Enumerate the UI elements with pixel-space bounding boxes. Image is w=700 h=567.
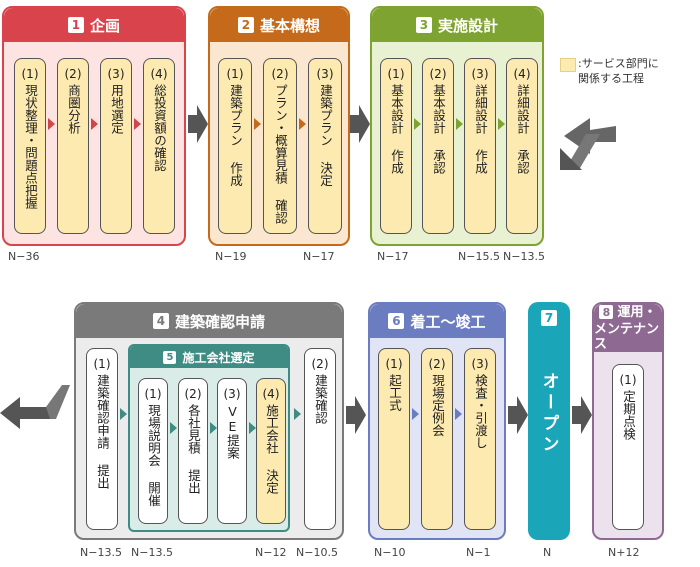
phase-3-detailed-design: 3 実施設計 (1)基本設計 作成 (2)基本設計 承認 (3)詳細設計 作成 … — [370, 6, 544, 246]
timeline-label: N+12 — [608, 546, 640, 559]
phase-title: 着工～竣工 — [410, 312, 486, 331]
arrow-icon — [498, 118, 505, 130]
step-1-1: (1)現状整理・問題点把握 — [14, 58, 46, 234]
phase-6-header: 6 着工～竣工 — [370, 304, 504, 338]
step-1-3: (3)用地選定 — [100, 58, 132, 234]
phase-title: 実施設計 — [437, 16, 498, 35]
flow-arrow-icon — [188, 105, 208, 143]
phase-7-opening: 7 オープン — [528, 302, 570, 540]
step-2-2: (2)プラン・概算見積 確認 — [263, 58, 297, 234]
flow-arrow-icon — [350, 105, 370, 143]
step-3-2: (2)基本設計 承認 — [422, 58, 454, 234]
step-5-3: (3)VE提案 — [217, 378, 247, 524]
step-3-4: (4)詳細設計 承認 — [506, 58, 538, 234]
phase-title: 建築確認申請 — [174, 312, 265, 331]
step-3-1: (1)基本設計 作成 — [380, 58, 412, 234]
step-1-2: (2)商圏分析 — [57, 58, 89, 234]
timeline-label: N−13.5 — [503, 250, 545, 263]
phase-number: 5 — [163, 350, 177, 364]
step-6-2: (2)現場定例会 — [421, 348, 453, 530]
timeline-label: N−17 — [377, 250, 409, 263]
phase-3-header: 3 実施設計 — [372, 8, 542, 42]
timeline-label: N−10 — [374, 546, 406, 559]
phase-6-construction: 6 着工～竣工 (1)起工式 (2)現場定例会 (3)検査・引渡し — [368, 302, 506, 540]
timeline-label: N−36 — [8, 250, 40, 263]
phase-8-header: 8 運用・ メンテナンス — [594, 304, 662, 352]
arrow-icon — [91, 118, 98, 130]
arrow-icon — [294, 408, 301, 420]
timeline-label: N−19 — [215, 250, 247, 263]
step-3-3: (3)詳細設計 作成 — [464, 58, 496, 234]
phase-5-contractor-selection: 5 施工会社選定 (1)現場説明会 開催 (2)各社見積 提出 (3)VE提案 … — [128, 344, 290, 532]
phase-number: 7 — [541, 310, 557, 326]
arrow-icon — [120, 408, 127, 420]
timeline-label: N−15.5 — [458, 250, 500, 263]
timeline-label: N−13.5 — [131, 546, 173, 559]
timeline-label: N — [543, 546, 552, 559]
phase-title: オープン — [538, 372, 559, 456]
step-6-3: (3)検査・引渡し — [464, 348, 496, 530]
phase-5-header: 5 施工会社選定 — [130, 346, 288, 368]
step-2-1: (1)建築プラン 作成 — [218, 58, 252, 234]
phase-2-concept: 2 基本構想 (1)建築プラン 作成 (2)プラン・概算見積 確認 (3)建築プ… — [208, 6, 350, 246]
arrow-icon — [210, 422, 217, 434]
timeline-label: N−17 — [303, 250, 335, 263]
phase-2-header: 2 基本構想 — [210, 8, 348, 42]
return-arrow-icon — [560, 118, 616, 170]
step-4-2: (2)建築確認 — [304, 348, 336, 530]
legend-swatch — [560, 58, 576, 72]
phase-number: 6 — [388, 313, 405, 329]
phase-number: 4 — [152, 313, 169, 329]
step-5-1: (1)現場説明会 開催 — [138, 378, 168, 524]
step-5-2: (2)各社見積 提出 — [178, 378, 208, 524]
arrow-icon — [414, 118, 421, 130]
step-6-1: (1)起工式 — [378, 348, 410, 530]
flow-arrow-icon — [346, 396, 366, 434]
phase-number: 2 — [237, 17, 254, 33]
phase-title: 基本構想 — [259, 16, 320, 35]
legend-text: :サービス部門に 関係する工程 — [578, 57, 659, 85]
arrow-icon — [412, 408, 419, 420]
timeline-label: N−10.5 — [296, 546, 338, 559]
arrow-icon — [134, 118, 141, 130]
step-4-1: (1)建築確認申請 提出 — [86, 348, 118, 530]
timeline-label: N−12 — [255, 546, 287, 559]
arrow-icon — [456, 118, 463, 130]
arrow-icon — [455, 408, 462, 420]
arrow-icon — [254, 118, 261, 130]
phase-number: 8 — [599, 305, 614, 319]
phase-title: 施工会社選定 — [182, 350, 255, 365]
phase-title: 企画 — [89, 16, 120, 35]
timeline-label: N−1 — [466, 546, 491, 559]
phase-title-line1: 運用・ — [617, 304, 657, 320]
step-1-4: (4)総投資額の確認 — [143, 58, 175, 234]
phase-title-line2: メンテナンス — [594, 321, 660, 352]
flow-arrow-icon — [508, 396, 528, 434]
phase-8-maintenance: 8 運用・ メンテナンス (1)定期点検 — [592, 302, 664, 540]
arrow-icon — [249, 422, 256, 434]
phase-number: 3 — [415, 17, 432, 33]
phase-number: 1 — [67, 17, 84, 33]
arrow-icon — [299, 118, 306, 130]
arrow-icon — [170, 422, 177, 434]
step-5-4: (4)施工会社 決定 — [256, 378, 286, 524]
phase-1-header: 1 企画 — [4, 8, 184, 42]
step-2-3: (3)建築プラン 決定 — [308, 58, 342, 234]
timeline-label: N−13.5 — [80, 546, 122, 559]
phase-4-header: 4 建築確認申請 — [76, 304, 342, 338]
return-arrow-icon — [0, 385, 70, 429]
arrow-icon — [48, 118, 55, 130]
phase-4-building-permit: 4 建築確認申請 (1)建築確認申請 提出 5 施工会社選定 (1)現場説明会 … — [74, 302, 344, 540]
step-8-1: (1)定期点検 — [612, 364, 644, 530]
phase-1-planning: 1 企画 (1)現状整理・問題点把握 (2)商圏分析 (3)用地選定 (4)総投… — [2, 6, 186, 246]
flow-arrow-icon — [572, 396, 592, 434]
